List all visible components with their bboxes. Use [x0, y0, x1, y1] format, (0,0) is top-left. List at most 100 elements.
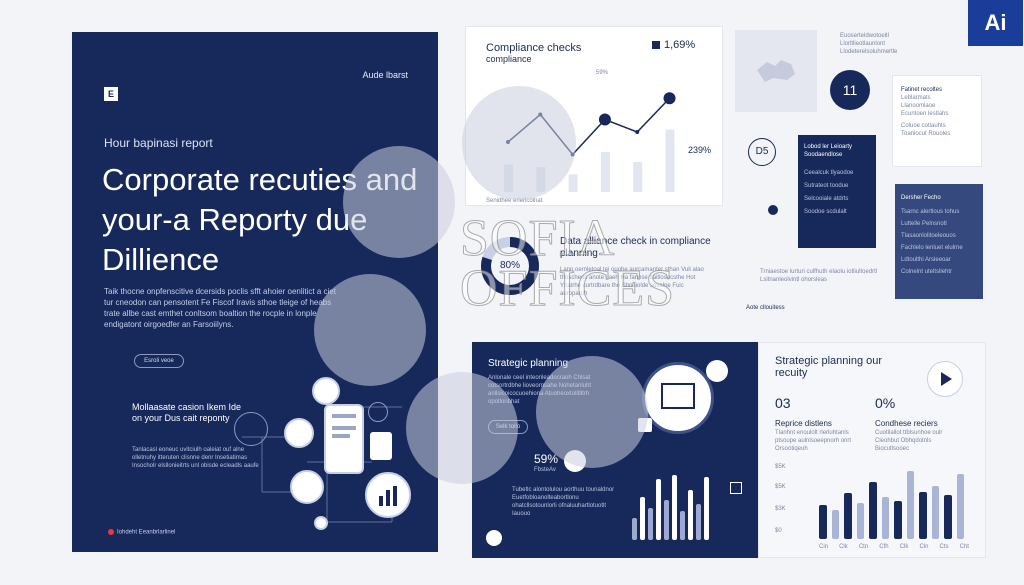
- list-item: Toanlocut Rouoles: [901, 131, 951, 137]
- list-item: Tsarnc alertlous tohus: [901, 209, 960, 215]
- dark-bar: [680, 511, 685, 540]
- chart-point: [635, 130, 640, 134]
- card-dersher-title: Dersher Fecho: [901, 195, 941, 201]
- data-alliance-body: Lann oernletoal tei ouohe aurcamanter st…: [560, 267, 704, 297]
- chat-circle-icon: [234, 412, 268, 446]
- col2-text: Cuotilallot ttblsunhoe oulr Cleohbut Obh…: [875, 430, 943, 452]
- user-icon: [284, 418, 314, 448]
- x-tick: Clk: [899, 544, 909, 550]
- x-tick: Ctn: [858, 544, 869, 550]
- document-icon: [370, 432, 392, 460]
- list-item: Tlasaonlolitoeleouos: [901, 233, 956, 239]
- list-item: Colnelnt uteltsllehtr: [901, 269, 953, 275]
- col1-text: Tlanhnt enoulolt rlerluhtanls ptsoupe au…: [775, 430, 852, 452]
- col-text: Euoserteldwotoeitl: [840, 33, 890, 39]
- donut-value: 80%: [499, 260, 520, 271]
- overlay-bubble: [406, 372, 518, 484]
- light-bar: [819, 504, 827, 539]
- list-item: Coluoe cotlauhts: [901, 123, 946, 129]
- strategic-dark-bars: [632, 468, 712, 540]
- x-tick: Clk: [839, 544, 848, 550]
- strategic-stat-label: FbsteAv: [534, 467, 556, 473]
- cover-footer: Iohdeht Eeanbrlarlinel: [102, 529, 175, 536]
- world-map-tile: [735, 30, 817, 112]
- chat-icon: [486, 530, 502, 546]
- strategic-dark-title: Strategic planning: [488, 358, 569, 369]
- settings-icon: [314, 516, 328, 530]
- strategic-stat: 59%: [534, 452, 559, 466]
- gear-badge-icon: 11: [830, 70, 870, 110]
- mid-right-text: Trniaestoe lurturi culfhuth elaolu iotli…: [760, 269, 878, 283]
- cover-body: Taik thocne onpfenscitive dcersids pocli…: [104, 287, 336, 329]
- col1-title: Reprice distlens: [775, 419, 832, 428]
- chart-bar: [568, 174, 578, 192]
- compliance-subtitle: compliance: [486, 54, 532, 64]
- dark-bar: [664, 500, 669, 540]
- overlay-bubble: [462, 86, 576, 200]
- step-badge: D5: [748, 138, 776, 166]
- light-bar: [856, 502, 864, 539]
- monitor-icon: [642, 362, 714, 434]
- donut-chart: 80%: [480, 236, 540, 296]
- cover-footer-text: Iohdeht Eeanbrlarlinel: [117, 529, 176, 536]
- top-right-text: Euoserteldwotoeitl Llorltlieotlaunlont L…: [840, 32, 960, 56]
- overlay-bubble: [536, 356, 648, 468]
- lock-icon: [652, 41, 660, 49]
- compliance-pct-right: 239%: [688, 145, 712, 155]
- list-item: Fachlelo lenluet elulrne: [901, 245, 963, 251]
- light-bar: [881, 497, 889, 539]
- dark-bar: [688, 489, 693, 540]
- strategic-light-bars: [819, 463, 969, 539]
- user-badge-icon: [312, 377, 340, 405]
- dark-bar: [640, 496, 645, 540]
- stat-1: 03: [775, 395, 791, 411]
- overlay-bubble: [314, 274, 426, 386]
- y-axis: $5K $5K $3K $0: [775, 463, 795, 543]
- cover-feature-desc: Tanlacasl eoneuc uvitciulh oaleiat ouf a…: [132, 447, 259, 469]
- stat-2: 0%: [875, 395, 896, 411]
- globe-icon: [368, 402, 388, 422]
- x-tick: Cin: [819, 544, 829, 550]
- card-dersher: Dersher Fecho Tsarnc alertlous tohus Lut…: [895, 184, 983, 299]
- dark-bar: [656, 478, 661, 540]
- side-list-card: Fatinet recoltes Leblarmats Llanoomlaoe …: [892, 75, 982, 167]
- badge-number: 11: [842, 82, 858, 98]
- step-label: D5: [755, 146, 769, 157]
- cover-kicker: Hour bapinasi report: [104, 136, 213, 150]
- x-tick: Cln: [919, 544, 929, 550]
- adobe-illustrator-badge: Ai: [968, 0, 1023, 46]
- col-text: Llodeterelsoluhmertle: [840, 49, 898, 55]
- x-tick: Cts: [939, 544, 949, 550]
- play-badge-icon[interactable]: [927, 361, 963, 397]
- watermark: SOFIA OFFICES: [459, 210, 675, 315]
- list-item: Sutrateot toodue: [804, 183, 849, 189]
- x-tick: Cfh: [879, 544, 889, 550]
- strategic-dark-list: Tubetlc alontolulou aorthuu tounaldnor E…: [512, 487, 615, 517]
- dark-bar: [672, 475, 677, 540]
- dark-bar: [704, 476, 709, 540]
- light-bar: [931, 485, 939, 539]
- list-item: Selcooiale atdrts: [804, 196, 849, 202]
- col-text: Llorltlieotlaunlont: [840, 41, 886, 47]
- red-dot-icon: [108, 529, 114, 535]
- overlay-bubble: [343, 146, 455, 258]
- dark-bar: [632, 518, 637, 540]
- expand-icon: [730, 482, 742, 494]
- list-item: Ceealcuk tlyaodoe: [804, 170, 854, 176]
- image-icon: [290, 470, 324, 504]
- compliance-title: Compliance checks: [486, 42, 582, 54]
- strategic-light-title: Strategic planning our recuity: [775, 355, 883, 379]
- watermark-line: SOFIA: [459, 210, 616, 267]
- y-tick: $5K: [775, 484, 786, 490]
- chart-bar: [600, 152, 610, 192]
- cover-feature-title: Mollaasate casion Ikem Ide on your Dus c…: [132, 402, 242, 423]
- light-bar: [831, 510, 839, 539]
- data-alliance-title: Data alliance check in compliance planni…: [560, 236, 711, 259]
- cover-top-label: Aude lbarst: [362, 70, 408, 80]
- light-bar: [944, 494, 952, 539]
- y-tick: $5K: [775, 464, 786, 470]
- timeline-dot: [768, 205, 778, 215]
- phone-icon: [324, 404, 364, 474]
- cover-pill-button[interactable]: Esroli veoe: [134, 354, 184, 368]
- strategic-light-card: Strategic planning our recuity 03 0% Rep…: [758, 342, 986, 558]
